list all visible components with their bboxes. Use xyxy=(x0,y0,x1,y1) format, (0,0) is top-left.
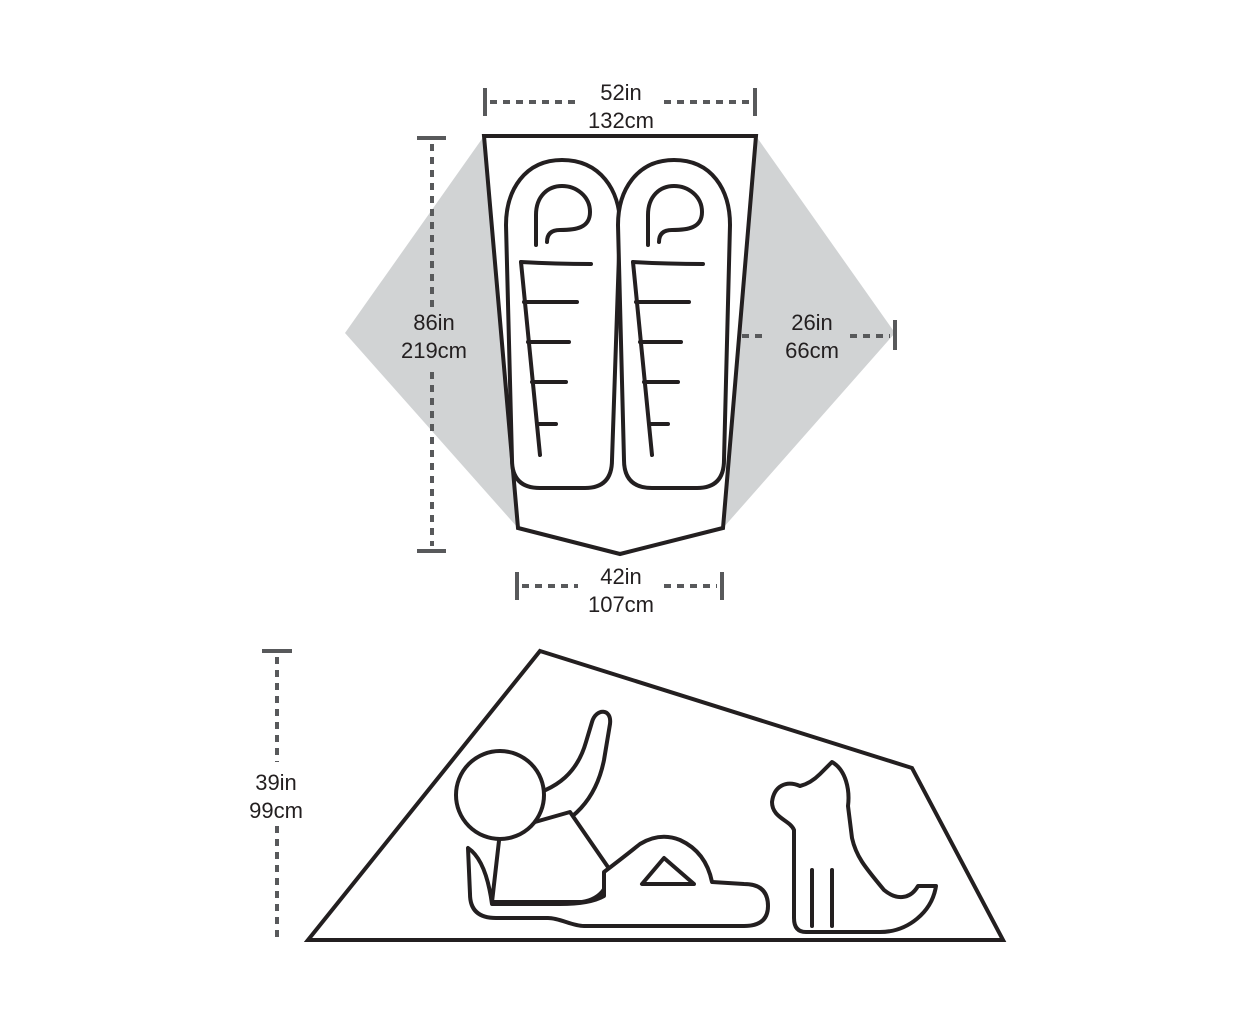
bottom-width-cm: 107cm xyxy=(588,592,654,617)
top-width-dimension: 52in 132cm xyxy=(483,80,757,133)
length-cm: 219cm xyxy=(401,338,467,363)
length-dimension: 86in 219cm xyxy=(401,136,467,553)
vestibule-depth-dimension: 26in 66cm xyxy=(742,310,897,363)
height-cm: 99cm xyxy=(249,798,303,823)
top-width-cm: 132cm xyxy=(588,108,654,133)
sleeping-bag-icon xyxy=(504,158,622,490)
person-icon xyxy=(454,709,770,928)
floor-plan: 52in 132cm 86in 219cm 26in 66cm 42in xyxy=(345,80,897,617)
vestibule-depth-in: 26in xyxy=(791,310,833,335)
top-width-in: 52in xyxy=(600,80,642,105)
dog-icon xyxy=(770,760,938,934)
length-in: 86in xyxy=(413,310,455,335)
height-dimension: 39in 99cm xyxy=(249,649,303,940)
bottom-width-dimension: 42in 107cm xyxy=(515,564,724,617)
side-profile: 39in 99cm xyxy=(249,648,1007,942)
vestibule-left xyxy=(345,136,518,528)
sleeping-bag-icon xyxy=(616,158,732,490)
vestibule-right xyxy=(723,136,895,528)
vestibule-depth-cm: 66cm xyxy=(785,338,839,363)
bottom-width-in: 42in xyxy=(600,564,642,589)
height-in: 39in xyxy=(255,770,297,795)
